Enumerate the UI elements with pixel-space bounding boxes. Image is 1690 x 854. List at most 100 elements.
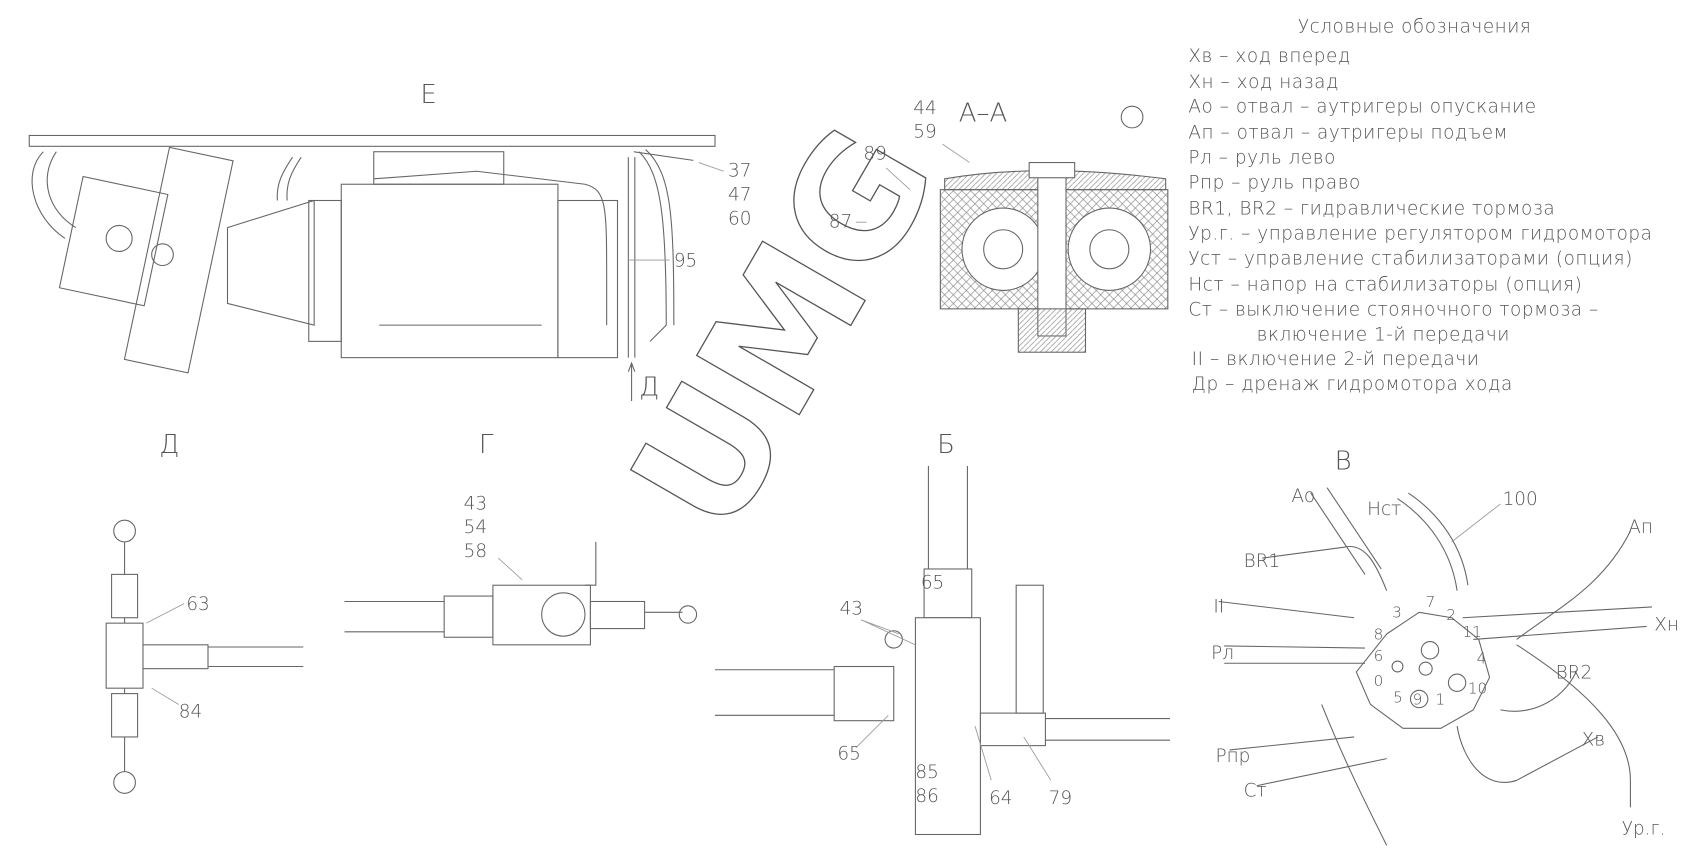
hose	[927, 466, 968, 569]
port	[151, 243, 174, 267]
tee	[105, 622, 144, 689]
manifold-plate	[1355, 611, 1491, 729]
callout: 87	[829, 212, 852, 233]
legend-item: Др – дренаж гидромотора хода	[1192, 374, 1513, 395]
legend-item: Ур.г. – управление регулятором гидромото…	[1188, 224, 1652, 245]
leader	[498, 557, 523, 581]
hose-br1	[1262, 545, 1388, 591]
plate-numbers: 7 2 3 11 8 6 4 0 10 5 9 1	[1374, 593, 1488, 709]
hose-ao	[1310, 487, 1382, 575]
callout: 47	[728, 184, 751, 205]
port-hole	[1447, 673, 1467, 692]
hose	[208, 646, 304, 668]
view-v-title: В	[1335, 446, 1352, 476]
view-g: Г 43 54 58	[344, 430, 698, 646]
hose-ap	[1516, 530, 1631, 640]
hose	[1321, 704, 1388, 846]
valve-block	[58, 175, 169, 307]
control-block	[557, 199, 619, 359]
port-label: Нст	[1367, 499, 1401, 520]
fitting	[589, 600, 646, 630]
port-label: Хв	[1582, 730, 1605, 751]
legend-item: Хв – ход вперед	[1188, 46, 1350, 67]
port-label: Ап	[1628, 517, 1653, 538]
legend-item: Ао – отвал – аутригеры опускание	[1188, 97, 1536, 118]
plate-number: 5	[1393, 688, 1403, 706]
section-title: А–А	[959, 98, 1008, 128]
port-hole	[1409, 689, 1429, 709]
leader	[1451, 503, 1501, 543]
pipe-fitting	[1015, 584, 1044, 714]
nut	[111, 573, 139, 619]
plate-number: 2	[1446, 606, 1456, 624]
callout: 64	[989, 788, 1012, 809]
leader	[146, 603, 185, 705]
port-label: Ао	[1291, 486, 1315, 507]
motor-top	[373, 151, 505, 185]
plate-number: 8	[1374, 625, 1384, 643]
legend-item: BR1, BR2 – гидравлические тормоза	[1188, 199, 1555, 220]
hose	[638, 149, 675, 342]
legend-item: II – включение 2-й передачи	[1192, 349, 1480, 370]
view-g-title: Г	[479, 430, 494, 460]
view-arrow-label: Д	[639, 373, 659, 403]
port-label: Ст	[1244, 781, 1267, 802]
fitting	[142, 644, 209, 670]
plate-number: 6	[1374, 647, 1384, 665]
callout: 85	[915, 762, 938, 783]
tube	[276, 156, 302, 201]
plug	[884, 630, 903, 649]
callout: 44	[913, 98, 936, 119]
port-label: Хн	[1654, 615, 1679, 636]
view-b-title: Б	[937, 430, 955, 460]
callout: 54	[464, 517, 487, 538]
section-a-a: А–А 44 59 89 87	[829, 98, 1169, 353]
legend-item: включение 1-й передачи	[1257, 324, 1510, 345]
legend-item: Ап – отвал – аутригеры подъем	[1188, 123, 1508, 144]
callout: 95	[674, 251, 697, 272]
nut	[443, 595, 494, 638]
callout: 63	[186, 594, 209, 615]
plate-number: 0	[1374, 672, 1384, 690]
pipe-bore	[983, 229, 1024, 270]
hose-rl	[1224, 645, 1366, 664]
view-e-title: Е	[420, 80, 436, 110]
tube	[373, 170, 608, 326]
motor-neck	[226, 199, 315, 326]
watermark: UMG	[596, 97, 973, 561]
hose-ii	[1218, 600, 1355, 619]
hose	[344, 600, 445, 633]
rotate-symbol-icon	[1120, 105, 1144, 129]
hose-100	[1397, 492, 1469, 591]
callout: 89	[863, 143, 886, 164]
port-label: BR1	[1244, 551, 1281, 572]
leader	[855, 143, 970, 223]
port	[105, 224, 133, 252]
view-d: Д 63 84	[105, 430, 304, 794]
leader	[698, 162, 724, 172]
nut	[111, 693, 139, 738]
pipe-section	[961, 207, 1045, 291]
hose-br2	[1500, 671, 1577, 712]
callout: 65	[921, 572, 944, 593]
nut	[923, 568, 973, 619]
port-label: Рпр	[1216, 746, 1251, 767]
banjo-eye	[113, 771, 136, 794]
port-label: BR2	[1556, 662, 1593, 683]
bracket	[585, 541, 597, 586]
hose	[1045, 717, 1170, 741]
view-arrow	[627, 361, 636, 401]
bolt-head	[1028, 162, 1076, 179]
banjo-eye	[678, 605, 698, 624]
legend-title: Условные обозначения	[1298, 17, 1532, 38]
port-label: 100	[1503, 489, 1538, 510]
port	[541, 592, 586, 637]
fitting	[979, 712, 1046, 747]
view-v: В Ао Нст 100 Ап BR1 II Хн Рл BR2 Хв Рпр …	[1211, 446, 1679, 846]
center-hole	[1418, 661, 1433, 676]
legend-item: Уст – управление стабилизаторами (опция)	[1188, 248, 1632, 269]
legend-item: Ст – выключение стояночного тормоза –	[1188, 299, 1598, 320]
tube	[627, 157, 636, 358]
